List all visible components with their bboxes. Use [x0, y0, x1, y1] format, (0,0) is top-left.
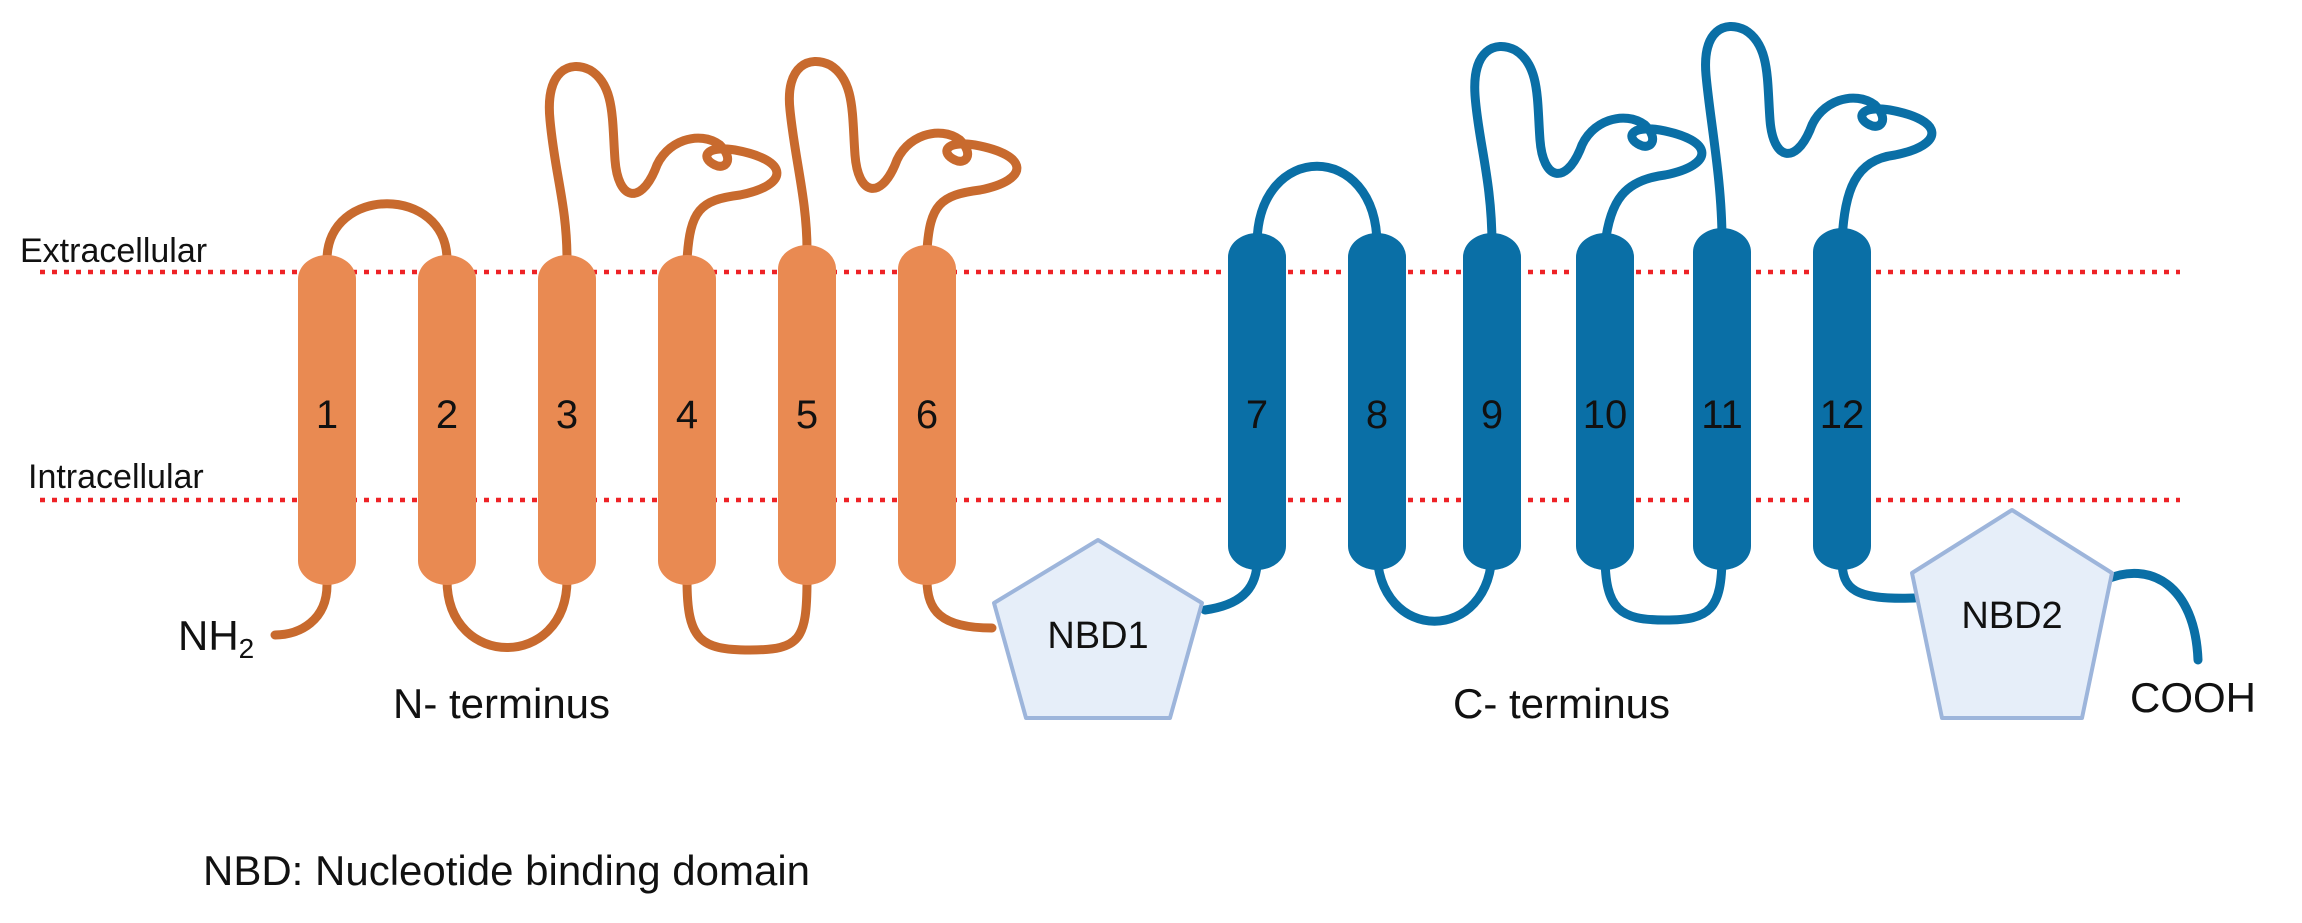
n-helix-1-label: 1 — [316, 393, 338, 437]
c-helix-7-body — [1228, 233, 1286, 570]
c-loop-9-10-extracellular — [1470, 42, 1707, 250]
c-helix-11: 11 — [1693, 228, 1751, 570]
c-helix-11-label: 11 — [1701, 393, 1743, 437]
c-helix-10-label: 10 — [1583, 393, 1628, 437]
n-loop-1-2-extracellular — [322, 199, 452, 265]
n-helix-5-label: 5 — [796, 393, 818, 437]
c-helix-8-body — [1348, 233, 1406, 570]
c-terminal-tail — [2100, 568, 2203, 665]
c-helix-7: 7 — [1228, 233, 1286, 570]
n-helix-3: 3 — [538, 255, 596, 585]
nbd1-label: NBD1 — [1047, 615, 1148, 657]
nbd2-label: NBD2 — [1961, 595, 2062, 637]
n-terminus-label: N- terminus — [393, 680, 610, 727]
c-helix-8-label: 8 — [1366, 393, 1388, 437]
c-loop-10-11-intracellular — [1600, 550, 1727, 625]
n-loop-2-3-intracellular — [442, 575, 572, 652]
n-helix-3-label: 3 — [556, 393, 578, 437]
c-helix-7-label: 7 — [1246, 393, 1268, 437]
n-helix-2-label: 2 — [436, 393, 458, 437]
n-helix-2-body — [418, 255, 476, 585]
c-domain-helices: 7 8 9 10 11 12 — [1228, 228, 1871, 570]
legend-text: NBD: Nucleotide binding domain — [203, 847, 810, 894]
n-helix-5-body — [778, 245, 836, 585]
n-helix-4-body — [658, 255, 716, 585]
c-helix-11-body — [1693, 228, 1751, 570]
c-loop-7-8-extracellular — [1252, 161, 1382, 250]
c-helix-9: 9 — [1463, 233, 1521, 570]
n-helix-6-body — [898, 245, 956, 585]
n-helix-5: 5 — [778, 245, 836, 585]
extracellular-label: Extracellular — [20, 232, 207, 270]
c-helix-9-body — [1463, 233, 1521, 570]
n-helix-4-label: 4 — [676, 393, 698, 437]
nbd1-pentagon — [992, 538, 1204, 720]
nh2-label: NH2 — [178, 612, 254, 664]
c-helix-8: 8 — [1348, 233, 1406, 570]
n-loop-3-4-extracellular — [544, 62, 782, 265]
n-loop-5-6-extracellular — [784, 57, 1022, 255]
c-terminus-label: C- terminus — [1453, 680, 1670, 727]
c-loop-8-9-intracellular — [1372, 545, 1497, 626]
c-helix-12-label: 12 — [1820, 393, 1865, 437]
c-helix-9-label: 9 — [1481, 393, 1503, 437]
c-helix-12-body — [1813, 228, 1871, 570]
intracellular-label: Intracellular — [28, 458, 204, 496]
c-helix-12: 12 — [1813, 228, 1871, 570]
n-helix-1-body — [298, 255, 356, 585]
n-terminal-tail — [270, 580, 332, 640]
nbd1: NBD1 — [992, 538, 1204, 720]
n-helix-6: 6 — [898, 245, 956, 585]
n-domain-loops — [270, 57, 1022, 655]
c-linker-from-nbd1 — [1200, 560, 1262, 615]
c-helix-10-body — [1576, 233, 1634, 570]
n-helix-1: 1 — [298, 255, 356, 585]
n-loop-4-5-intracellular — [682, 575, 812, 655]
n-helix-4: 4 — [658, 255, 716, 585]
n-linker-to-nbd1 — [922, 575, 997, 633]
c-loop-11-12-extracellular — [1701, 22, 1937, 245]
cooh-label: COOH — [2130, 674, 2256, 721]
c-helix-10: 10 — [1576, 233, 1634, 570]
n-helix-3-body — [538, 255, 596, 585]
nbd2-pentagon — [1910, 508, 2114, 720]
n-helix-6-label: 6 — [916, 393, 938, 437]
nbd2: NBD2 — [1910, 508, 2114, 720]
n-helix-2: 2 — [418, 255, 476, 585]
n-domain-helices: 1 2 3 4 5 6 — [298, 245, 956, 585]
